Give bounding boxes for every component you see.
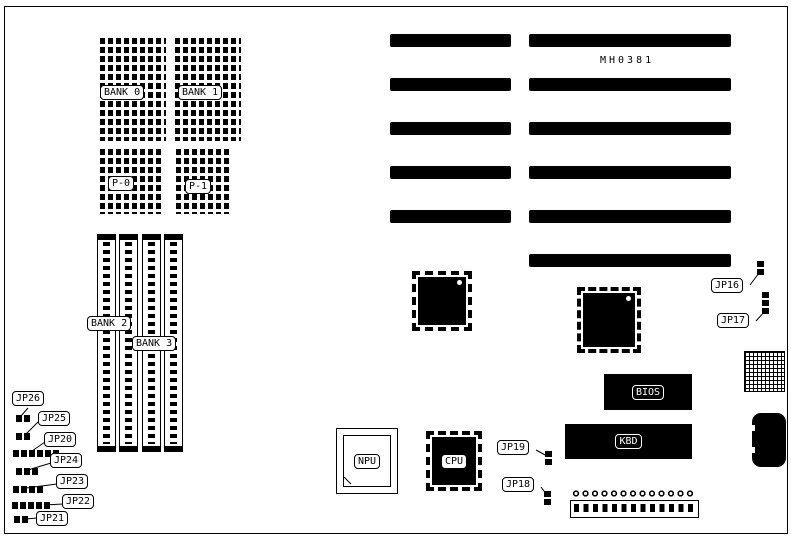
- jp24-label: JP24: [50, 453, 83, 468]
- jp17-label: JP17: [717, 313, 750, 328]
- jp18-label: JP18: [502, 477, 535, 492]
- jp26-pins: [16, 415, 30, 422]
- bank1-label: BANK 1: [178, 85, 223, 100]
- connector-notch: [750, 425, 755, 431]
- isa-slot: [390, 78, 511, 91]
- p0-label: P-0: [108, 176, 135, 191]
- npu-label: NPU: [353, 453, 381, 469]
- jp23-label: JP23: [56, 474, 89, 489]
- jp25-pins: [16, 433, 30, 440]
- isa-slot: [390, 166, 511, 179]
- bank0-label: BANK 0: [100, 85, 145, 100]
- bank2-simm-socket-a: [97, 234, 116, 452]
- cpu-label: CPU: [440, 453, 468, 469]
- isa-slot: [529, 254, 731, 267]
- controller-chip-2: [577, 287, 641, 353]
- jp22-label: JP22: [62, 494, 95, 509]
- isa-slot: [529, 122, 731, 135]
- connector-notch: [750, 447, 755, 453]
- power-header-pins: [572, 489, 696, 498]
- isa-slot: [390, 34, 511, 47]
- pin1-dot-icon: [457, 280, 462, 285]
- bank0-dram-sockets: [100, 38, 166, 141]
- p1-label: P-1: [185, 179, 212, 194]
- jp18-pins: [544, 491, 551, 505]
- jp20-label: JP20: [44, 432, 77, 447]
- kbd-controller-chip: KBD: [565, 424, 692, 459]
- isa-slot: [529, 78, 731, 91]
- jp23-pins: [13, 486, 43, 493]
- board-code: MH0381: [600, 55, 655, 66]
- hatched-component: [744, 351, 785, 392]
- cpu-die: CPU: [432, 437, 476, 485]
- jp21-label: JP21: [36, 511, 69, 526]
- isa-slot: [529, 210, 731, 223]
- npu-socket-inner: [343, 435, 391, 487]
- jp16-label: JP16: [711, 278, 744, 293]
- jp26-label: JP26: [12, 391, 45, 406]
- jp17-pins: [762, 292, 769, 314]
- isa-slot: [529, 34, 731, 47]
- kbd-label: KBD: [615, 434, 642, 449]
- power-header-contacts: [574, 504, 695, 512]
- isa-slot: [529, 166, 731, 179]
- keyboard-din-connector: [750, 413, 786, 467]
- bank2-label: BANK 2: [87, 316, 132, 331]
- bios-chip: BIOS: [604, 374, 692, 410]
- power-header: [570, 500, 699, 518]
- isa-slot: [390, 210, 511, 223]
- cpu-chip: CPU: [426, 431, 482, 491]
- pin1-dot-icon: [626, 296, 631, 301]
- jp20-pins: [13, 450, 59, 457]
- jp19-label: JP19: [497, 440, 530, 455]
- jp22-pins: [12, 502, 50, 509]
- jp16-pins: [757, 261, 764, 275]
- controller-chip-1-die: [418, 277, 466, 325]
- jp24-pins: [16, 468, 38, 475]
- jp19-pins: [545, 451, 552, 465]
- isa-slot: [390, 122, 511, 135]
- bank3-label: BANK 3: [132, 336, 177, 351]
- board-outline: [4, 6, 788, 534]
- controller-chip-1: [412, 271, 472, 331]
- bios-label: BIOS: [631, 384, 665, 400]
- jp21-pins: [14, 516, 28, 523]
- npu-socket: NPU: [336, 428, 398, 494]
- controller-chip-2-die: [583, 293, 635, 347]
- jp25-label: JP25: [38, 411, 71, 426]
